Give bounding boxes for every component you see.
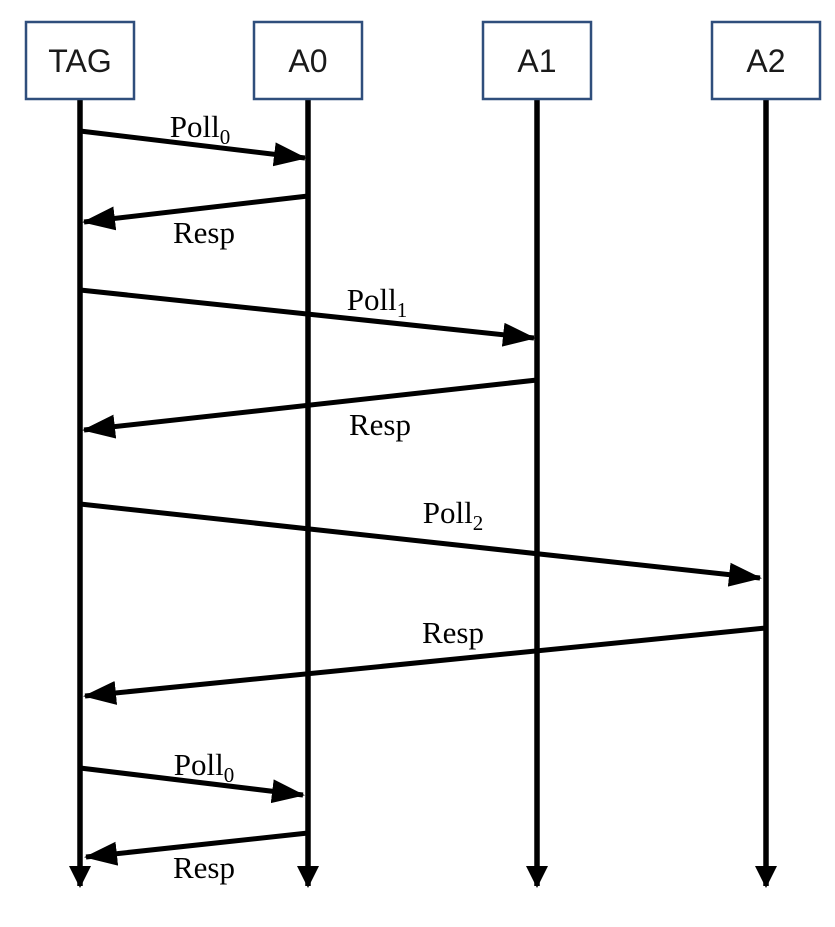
actor-tag: TAG bbox=[24, 20, 136, 101]
message-label-subscript: 1 bbox=[397, 298, 408, 322]
actor-a0: A0 bbox=[252, 20, 364, 101]
actors: TAG A0 A1 A2 bbox=[24, 20, 822, 101]
message-poll1-label: Poll1 bbox=[347, 282, 407, 322]
message-poll0-second-arrow bbox=[79, 765, 305, 804]
message-poll0-first-label: Poll0 bbox=[170, 109, 230, 149]
actor-box-a0 bbox=[252, 20, 364, 101]
message-label-subscript: 2 bbox=[473, 511, 484, 535]
message-resp-first-label: Resp bbox=[173, 215, 235, 250]
message-resp-third: Resp bbox=[83, 615, 767, 705]
actor-box-a1 bbox=[481, 20, 593, 101]
message-poll2: Poll2 bbox=[79, 495, 762, 587]
message-poll0-second: Poll0 bbox=[79, 747, 305, 804]
message-resp-third-arrow bbox=[83, 625, 767, 705]
message-resp-second-arrow bbox=[82, 377, 538, 439]
actor-a1: A1 bbox=[481, 20, 593, 101]
actor-box-a2 bbox=[710, 20, 822, 101]
messages: Poll0 Resp Poll1 Resp Poll2 Resp bbox=[79, 109, 767, 885]
lifelines bbox=[69, 99, 777, 888]
message-resp-fourth-label: Resp bbox=[173, 850, 235, 885]
message-poll0-first-arrow bbox=[79, 128, 307, 167]
actor-label-a1: A1 bbox=[517, 43, 556, 79]
message-label-text: Resp bbox=[173, 850, 235, 885]
message-resp-second: Resp bbox=[82, 377, 538, 442]
message-label-text: Poll bbox=[174, 747, 224, 782]
message-resp-fourth-arrow bbox=[84, 830, 309, 866]
message-poll2-arrow bbox=[79, 501, 762, 587]
message-label-subscript: 0 bbox=[224, 763, 235, 787]
message-resp-first-arrow bbox=[82, 193, 309, 231]
message-poll0-first: Poll0 bbox=[79, 109, 307, 167]
actor-label-a0: A0 bbox=[288, 43, 327, 79]
message-label-text: Poll bbox=[347, 282, 397, 317]
message-label-subscript: 0 bbox=[220, 125, 231, 149]
actor-a2: A2 bbox=[710, 20, 822, 101]
actor-box-tag bbox=[24, 20, 136, 101]
actor-label-tag: TAG bbox=[48, 43, 111, 79]
message-resp-third-label: Resp bbox=[422, 615, 484, 650]
message-poll2-label: Poll2 bbox=[423, 495, 483, 535]
message-label-text: Resp bbox=[173, 215, 235, 250]
message-resp-second-label: Resp bbox=[349, 407, 411, 442]
message-poll1-arrow bbox=[79, 287, 536, 347]
message-poll1: Poll1 bbox=[79, 282, 536, 347]
message-resp-first: Resp bbox=[82, 193, 309, 250]
message-resp-fourth: Resp bbox=[84, 830, 309, 885]
message-poll0-second-label: Poll0 bbox=[174, 747, 234, 787]
message-label-text: Resp bbox=[422, 615, 484, 650]
message-label-text: Poll bbox=[170, 109, 220, 144]
actor-label-a2: A2 bbox=[746, 43, 785, 79]
message-label-text: Resp bbox=[349, 407, 411, 442]
message-label-text: Poll bbox=[423, 495, 473, 530]
